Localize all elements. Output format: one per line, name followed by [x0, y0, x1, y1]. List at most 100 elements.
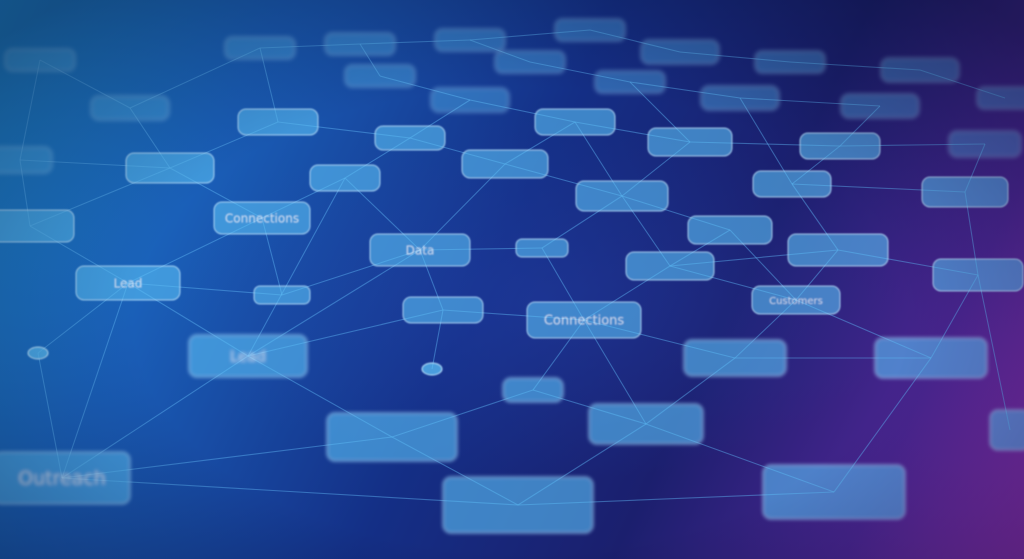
- network-node: [309, 164, 381, 192]
- network-node: [374, 125, 446, 151]
- connection-line: [61, 477, 519, 506]
- connection-line: [61, 282, 129, 479]
- node-label: Outreach: [18, 468, 106, 490]
- node-box: [754, 50, 826, 74]
- node-box: [534, 108, 616, 136]
- node-box: [989, 409, 1024, 451]
- connection-line: [739, 97, 793, 185]
- connection-line: [247, 177, 346, 357]
- network-dot: [27, 346, 49, 360]
- network-node: [434, 28, 506, 52]
- network-node: [840, 93, 920, 119]
- node-box: [374, 125, 446, 151]
- node-box: [237, 108, 319, 136]
- node-box: [594, 70, 666, 94]
- node-box: [344, 64, 416, 88]
- node-box: [762, 464, 906, 520]
- network-node: [752, 170, 832, 198]
- network-node: [625, 251, 715, 281]
- network-node: [502, 377, 564, 403]
- node-box: [932, 258, 1024, 292]
- node-box: [515, 238, 569, 258]
- node-box: [253, 285, 311, 305]
- network-node: [588, 403, 704, 445]
- node-box: [640, 39, 720, 65]
- network-node: [494, 50, 566, 74]
- network-node: Connections: [526, 301, 642, 339]
- node-box: [554, 18, 626, 42]
- node-label: Lead: [114, 277, 143, 291]
- node-box: [526, 301, 642, 339]
- network-node: [326, 412, 458, 462]
- network-node: Connections: [213, 201, 311, 235]
- node-label: Connections: [544, 314, 625, 329]
- network-node: [687, 215, 773, 245]
- network-dot: [421, 362, 443, 376]
- node-box: [880, 57, 960, 83]
- node-box: [309, 164, 381, 192]
- node-box: [213, 201, 311, 235]
- network-node: Customers: [751, 285, 841, 315]
- node-label: Data: [406, 244, 435, 258]
- network-node: [948, 130, 1022, 158]
- network-node: [237, 108, 319, 136]
- node-label: Connections: [225, 212, 299, 226]
- node-box: [502, 377, 564, 403]
- node-box: [874, 337, 988, 379]
- node-box: [369, 233, 471, 267]
- network-node: [515, 238, 569, 258]
- network-node: [125, 152, 215, 184]
- node-box: [752, 170, 832, 198]
- node-box: [840, 93, 920, 119]
- node-box: [683, 339, 787, 377]
- node-box: [125, 152, 215, 184]
- network-node: [461, 149, 549, 179]
- network-node: [640, 39, 720, 65]
- node-box: [434, 28, 506, 52]
- node-label: Customers: [769, 296, 823, 307]
- node-box: [787, 233, 889, 267]
- network-node: Data: [369, 233, 471, 267]
- network-node: [921, 176, 1009, 208]
- node-box: [430, 87, 510, 113]
- node-box: [188, 334, 308, 378]
- network-node: [762, 464, 906, 520]
- network-node: [683, 339, 787, 377]
- node-box: [75, 265, 181, 301]
- network-node: [0, 209, 75, 243]
- network-node: [402, 296, 484, 324]
- network-node: [224, 36, 296, 60]
- network-node: [0, 146, 53, 174]
- network-node: [976, 86, 1024, 110]
- network-node: [324, 32, 396, 56]
- graph-nodes: ConnectionsLeadDataConnectionsCustomersL…: [0, 18, 1024, 534]
- network-node: [430, 87, 510, 113]
- connection-line: [19, 59, 41, 161]
- node-box: [921, 176, 1009, 208]
- network-node: [989, 409, 1024, 451]
- network-node: [575, 180, 669, 212]
- network-node: Lead: [188, 334, 308, 378]
- network-node: [442, 476, 594, 534]
- network-node: [880, 57, 960, 83]
- network-node: [344, 64, 416, 88]
- node-box: [799, 132, 881, 160]
- network-node: [554, 18, 626, 42]
- network-node: [4, 48, 76, 72]
- network-node: [700, 85, 780, 111]
- connection-line: [977, 274, 1011, 431]
- node-box: [588, 403, 704, 445]
- node-box: [575, 180, 669, 212]
- network-node: [787, 233, 889, 267]
- network-node: Lead: [75, 265, 181, 301]
- node-box: [0, 146, 53, 174]
- network-node: [647, 127, 733, 157]
- network-node: [874, 337, 988, 379]
- node-box: [4, 48, 76, 72]
- node-box: [402, 296, 484, 324]
- node-box: [442, 476, 594, 534]
- network-node: [90, 95, 170, 121]
- node-box: [700, 85, 780, 111]
- node-box: [751, 285, 841, 315]
